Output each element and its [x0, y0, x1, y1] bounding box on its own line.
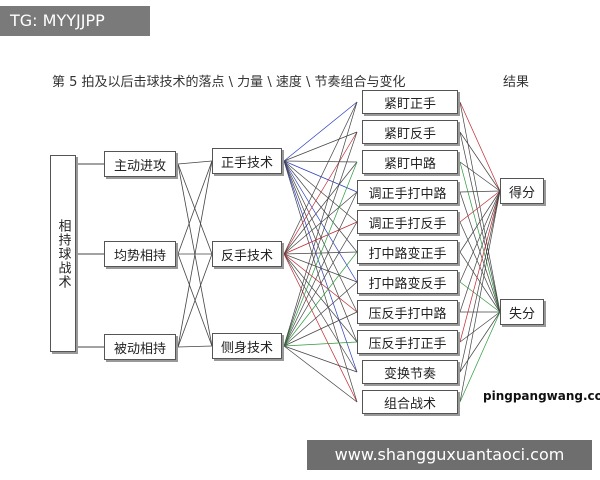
connector-line: [283, 160, 358, 283]
connector-line: [283, 161, 358, 347]
placement-box: 压反手打中路: [357, 300, 458, 324]
connector-line: [283, 281, 358, 347]
connector-line: [177, 160, 213, 348]
connector-line: [283, 345, 358, 373]
connector-line: [283, 160, 358, 343]
outcome-box: 得分: [500, 178, 544, 204]
connector-line: [283, 160, 358, 403]
connector-line: [283, 253, 358, 313]
placement-box: 调正手打反手: [357, 210, 458, 234]
placement-box: 变换节奏: [362, 360, 458, 384]
connector-line: [459, 101, 501, 192]
connector-line: [177, 163, 213, 255]
connector-line: [283, 311, 358, 347]
connector-line: [177, 160, 213, 255]
connector-line: [283, 131, 358, 162]
placement-box: 紧盯正手: [362, 90, 458, 114]
connector-line: [177, 345, 213, 348]
connector-line: [177, 253, 213, 348]
placement-box: 打中路变正手: [357, 240, 458, 264]
connector-line: [459, 161, 501, 192]
connector-line: [283, 160, 358, 223]
connector-line: [459, 101, 501, 313]
connector-line: [283, 221, 358, 347]
connector-line: [459, 190, 501, 223]
connector-line: [459, 190, 501, 193]
connector-line: [283, 101, 358, 162]
connector-line: [283, 160, 358, 313]
connector-line: [283, 101, 358, 347]
result-heading: 结果: [503, 75, 530, 90]
connector-line: [283, 341, 358, 347]
connector-line: [283, 160, 358, 253]
connector-line: [283, 253, 358, 403]
placement-box: 调正手打中路: [357, 180, 458, 204]
connector-line: [283, 160, 358, 163]
site-watermark: pingpangwang.com: [483, 389, 600, 403]
connector-line: [283, 345, 358, 403]
strategy-box: 均势相持: [104, 241, 176, 267]
connector-line: [283, 160, 358, 373]
connector-line: [283, 160, 358, 193]
connector-line: [459, 311, 501, 403]
connector-line: [283, 191, 358, 347]
connector-line: [459, 311, 501, 343]
technique-box: 反手技术: [212, 241, 282, 267]
outcome-box: 失分: [500, 299, 544, 325]
connector-line: [459, 311, 501, 373]
connector-line: [283, 101, 358, 255]
technique-box: 侧身技术: [212, 333, 282, 359]
connector-line: [283, 253, 358, 343]
technique-box: 正手技术: [212, 148, 282, 174]
url-banner: www.shangguxuantaoci.com: [307, 440, 592, 470]
connector-line: [283, 253, 358, 373]
strategy-box: 主动进攻: [104, 151, 176, 177]
connector-line: [283, 161, 358, 255]
connector-line: [283, 131, 358, 255]
connector-line: [459, 190, 501, 343]
placement-box: 压反手打正手: [357, 330, 458, 354]
connector-line: [177, 160, 213, 165]
connector-line: [283, 251, 358, 347]
placement-box: 组合战术: [362, 390, 458, 414]
connector-line: [459, 190, 501, 283]
watermark-badge: TG: MYYJJPP: [0, 6, 150, 36]
connector-line: [459, 131, 501, 192]
connector-line: [459, 190, 501, 253]
placement-box: 打中路变反手: [357, 270, 458, 294]
connector-line: [459, 190, 501, 403]
strategy-box: 被动相持: [104, 334, 176, 360]
root-box: 相持球战术: [50, 155, 76, 352]
connector-line: [283, 131, 358, 347]
connector-line: [283, 251, 358, 255]
connector-line: [283, 253, 358, 283]
connector-line: [459, 190, 501, 373]
connector-line: [459, 190, 501, 313]
placement-box: 紧盯中路: [362, 150, 458, 174]
placement-box: 紧盯反手: [362, 120, 458, 144]
diagram-heading: 第 5 拍及以后击球技术的落点 \ 力量 \ 速度 \ 节奏组合与变化: [52, 75, 406, 90]
